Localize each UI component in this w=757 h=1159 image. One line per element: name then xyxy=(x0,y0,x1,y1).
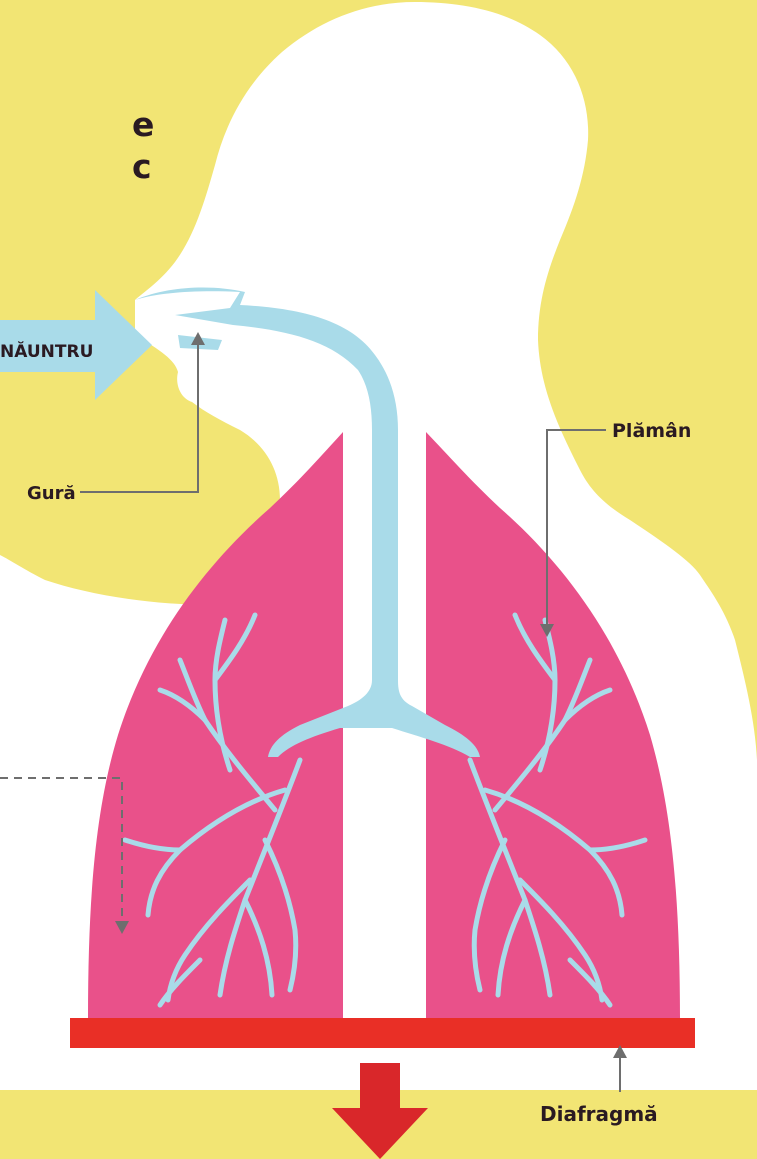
diaphragm-bar xyxy=(70,1018,695,1048)
label-gura: Gură xyxy=(27,483,76,504)
label-plaman: Plămân xyxy=(612,420,691,442)
label-diafragma: Diafragmă xyxy=(540,1102,658,1126)
heading-fragment-2: c xyxy=(132,147,152,186)
label-inauntru: NĂUNTRU xyxy=(0,342,93,362)
heading-fragment-1: e xyxy=(132,105,154,144)
